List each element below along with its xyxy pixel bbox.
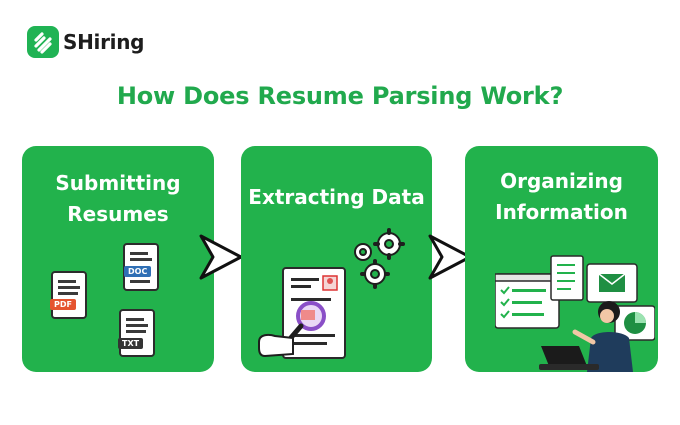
- brand-logo-icon: [27, 26, 59, 58]
- gears-icon: [349, 228, 413, 294]
- txt-label: TXT: [118, 338, 144, 349]
- resume-document-icon: [255, 264, 355, 372]
- step-card-submitting-resumes: Submitting Resumes PDF DOC TXT: [22, 146, 214, 372]
- chevron-right-icon: [426, 232, 476, 286]
- pdf-file-icon: PDF: [48, 270, 90, 324]
- txt-file-icon: TXT: [116, 308, 158, 362]
- step-card-organizing-information: Organizing Information: [465, 146, 658, 372]
- organized-dashboard-illustration: [494, 254, 656, 372]
- step-title: Submitting Resumes: [55, 171, 181, 226]
- page-title: How Does Resume Parsing Work?: [116, 82, 564, 110]
- brand-logo: SHiring: [27, 26, 144, 58]
- step-card-extracting-data: Extracting Data: [241, 146, 432, 372]
- brand-name: SHiring: [63, 30, 145, 54]
- chevron-right-icon: [197, 232, 247, 286]
- step-title: Extracting Data: [248, 185, 425, 209]
- doc-file-icon: DOC: [120, 242, 162, 296]
- pdf-label: PDF: [50, 299, 76, 310]
- doc-label: DOC: [124, 266, 152, 277]
- step-title: Organizing Information: [495, 169, 628, 224]
